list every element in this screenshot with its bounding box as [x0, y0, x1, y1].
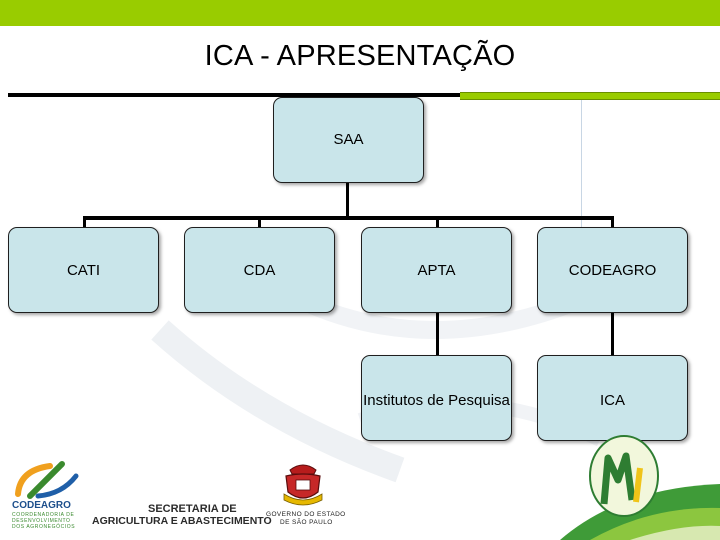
connector-horizontal	[83, 216, 614, 220]
top-accent-bar	[0, 0, 720, 26]
connector-codeagro-ica	[611, 313, 614, 355]
node-codeagro: CODEAGRO	[537, 227, 688, 313]
connector-cda	[258, 216, 261, 228]
node-cati: CATI	[8, 227, 159, 313]
node-ica: ICA	[537, 355, 688, 441]
connector-root-down	[346, 182, 349, 218]
title-rule-green	[460, 92, 720, 100]
secretaria-line-1: SECRETARIA DE	[148, 503, 237, 515]
codeagro-line-2: DESENVOLVIMENTO	[12, 518, 71, 524]
slide-title: ICA - APRESENTAÇÃO	[204, 40, 516, 72]
governo-line-1: GOVERNO DO ESTADO	[266, 511, 346, 518]
ica-logo-icon	[560, 435, 720, 540]
codeagro-logo-icon	[15, 461, 79, 499]
sao-paulo-coat-of-arms-icon	[283, 464, 323, 506]
codeagro-line-3: DOS AGRONEGÓCIOS	[12, 524, 76, 530]
codeagro-name: CODEAGRO	[12, 500, 71, 511]
title-rule-dark	[8, 93, 460, 97]
node-cda: CDA	[184, 227, 335, 313]
node-institutos-de-pesquisa: Institutos de Pesquisa	[361, 355, 512, 441]
decorative-line	[581, 100, 582, 280]
secretaria-line-2: AGRICULTURA E ABASTECIMENTO	[92, 515, 272, 527]
connector-apta	[436, 216, 439, 228]
governo-line-2: DE SÃO PAULO	[280, 519, 333, 526]
connector-cati	[83, 216, 86, 228]
connector-codeagro	[611, 216, 614, 228]
connector-apta-institutos	[436, 313, 439, 355]
node-saa: SAA	[273, 97, 424, 183]
node-apta: APTA	[361, 227, 512, 313]
codeagro-line-1: COORDENADORIA DE	[12, 512, 75, 518]
